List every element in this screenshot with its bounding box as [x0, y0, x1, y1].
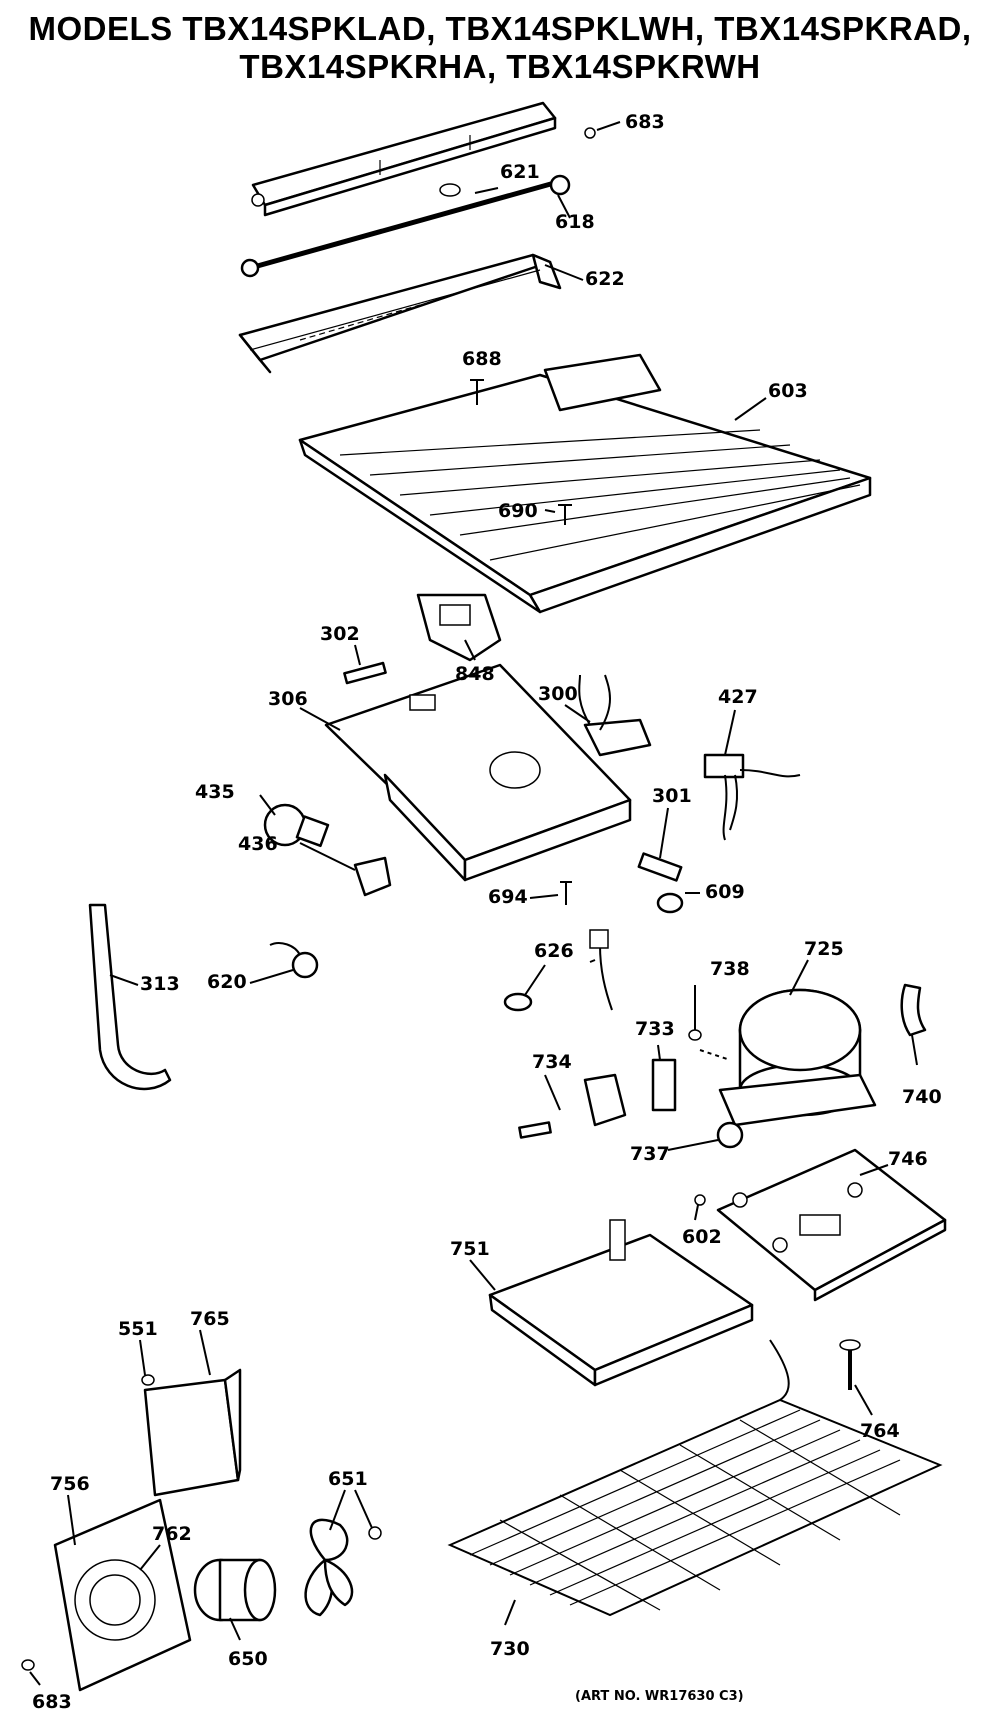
label-602: 602: [682, 1226, 722, 1248]
label-651: 651: [328, 1468, 368, 1490]
label-301: 301: [652, 785, 692, 807]
part-737-grommet: [716, 1121, 744, 1149]
label-738: 738: [710, 958, 750, 980]
part-313-drain-tube: [88, 903, 172, 1091]
label-427: 427: [718, 686, 758, 708]
label-618: 618: [555, 211, 595, 233]
label-650: 650: [228, 1648, 268, 1670]
label-621: 621: [500, 161, 540, 183]
diagram-title-line-2: TBX14SPKRHA, TBX14SPKRWH: [239, 48, 761, 85]
label-848: 848: [455, 663, 495, 685]
label-688: 688: [462, 348, 502, 370]
part-738-clip: [688, 1029, 731, 1061]
label-690: 690: [498, 500, 538, 522]
part-756-shroud: [53, 1498, 192, 1692]
label-746: 746: [888, 1148, 928, 1170]
part-690-screw: [558, 504, 572, 525]
diagram-title-line-1: MODELS TBX14SPKLAD, TBX14SPKLWH, TBX14SP…: [28, 10, 972, 47]
part-620-plug: [269, 942, 319, 979]
label-551: 551: [118, 1318, 158, 1340]
label-762: 762: [152, 1523, 192, 1545]
part-626-overload: [503, 929, 613, 1012]
label-737: 737: [630, 1143, 670, 1165]
part-618-rod: [240, 174, 571, 278]
label-756: 756: [50, 1473, 90, 1495]
label-730: 730: [490, 1638, 530, 1660]
part-734-bracket: [518, 1073, 627, 1139]
label-733: 733: [635, 1018, 675, 1040]
part-765-cover: [143, 1368, 242, 1497]
label-740: 740: [902, 1086, 942, 1108]
label-764: 764: [860, 1420, 900, 1442]
label-300: 300: [538, 683, 578, 705]
part-650-fan-motor: [193, 1558, 277, 1622]
label-626: 626: [534, 940, 574, 962]
part-602-screw: [694, 1194, 706, 1206]
part-302-rod: [343, 661, 387, 685]
part-622-channel: [238, 253, 562, 374]
part-683-bottom-screw: [21, 1659, 35, 1671]
part-746-base-plate: [716, 1148, 947, 1302]
label-751: 751: [450, 1238, 490, 1260]
label-306: 306: [268, 688, 308, 710]
part-300-switch: [578, 674, 652, 757]
part-436-socket: [353, 856, 392, 897]
part-725-compressor: [718, 988, 877, 1127]
label-620: 620: [207, 971, 247, 993]
part-621-top-rail: [251, 101, 557, 217]
part-603-shelf: [298, 353, 872, 614]
label-765: 765: [190, 1308, 230, 1330]
label-622: 622: [585, 268, 625, 290]
part-730-condenser: [447, 1339, 943, 1617]
label-725: 725: [804, 938, 844, 960]
part-694-screw: [560, 881, 572, 905]
label-609: 609: [705, 881, 745, 903]
part-306-light-housing: [324, 663, 632, 882]
label-734: 734: [532, 1051, 572, 1073]
part-427-connector: [703, 753, 801, 841]
label-313: 313: [140, 973, 180, 995]
part-733-relay: [651, 1058, 677, 1112]
label-694: 694: [488, 886, 528, 908]
part-848-thermostat: [416, 593, 502, 662]
label-683-bottom: 683: [32, 1691, 72, 1713]
label-603: 603: [768, 380, 808, 402]
part-740-clip: [900, 983, 927, 1037]
part-764-bolt: [839, 1339, 861, 1390]
part-688-screw: [470, 379, 484, 405]
part-683-top-screw: [584, 121, 621, 139]
label-435: 435: [195, 781, 235, 803]
label-436: 436: [238, 833, 278, 855]
part-301-shaft: [637, 852, 683, 882]
label-302: 302: [320, 623, 360, 645]
part-551-screw: [141, 1374, 155, 1386]
label-683-top: 683: [625, 111, 665, 133]
part-651-fan-blade: [304, 1518, 382, 1617]
leader-lines: [29, 187, 918, 1686]
part-751-drain-pan: [488, 1219, 754, 1387]
art-number: (ART NO. WR17630 C3): [575, 1689, 744, 1704]
part-609-grommet: [656, 892, 684, 914]
